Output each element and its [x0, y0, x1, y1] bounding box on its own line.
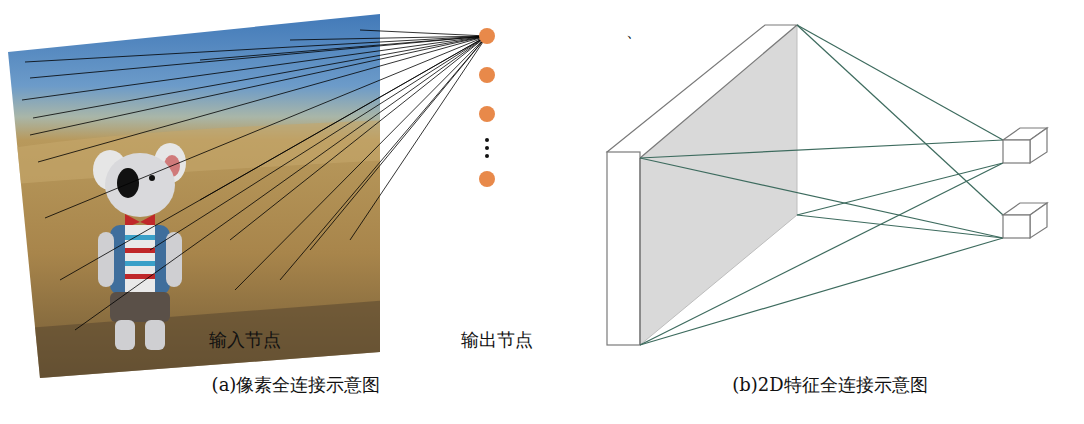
figure-caption: (b)2D特征全连接示意图 [732, 374, 927, 396]
stray-mark: 、 [626, 22, 642, 41]
output-node-label: 输出节点 [461, 329, 533, 351]
feature-connections [640, 25, 1003, 345]
ellipsis-dots [485, 138, 489, 158]
figure-caption: (a)像素全连接示意图 [212, 374, 381, 396]
output-nodes [479, 28, 495, 187]
feature-slab [607, 25, 797, 345]
output-cubes [1003, 128, 1047, 238]
photo [0, 0, 390, 390]
input-node-label: 输入节点 [209, 329, 281, 351]
connection-lines [22, 30, 487, 330]
